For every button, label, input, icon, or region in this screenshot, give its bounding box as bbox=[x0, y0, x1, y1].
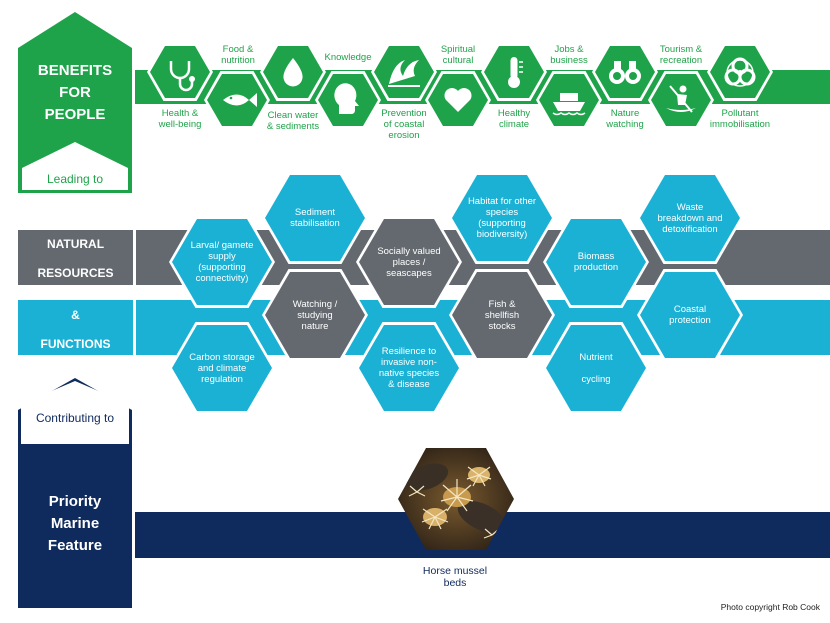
horse-mussel-label: Horse mussel beds bbox=[422, 565, 488, 589]
function-hex-label: Socially valued places / seascapes bbox=[377, 245, 441, 279]
head-icon bbox=[334, 83, 359, 115]
benefit-label-climate: Healthy climate bbox=[497, 108, 531, 130]
benefit-label-jobs: Jobs & business bbox=[550, 44, 588, 66]
resources-label: RESOURCES bbox=[37, 266, 114, 280]
function-hex-label: Watching / studying nature bbox=[292, 298, 338, 332]
function-hex-label: Nutrient cycling bbox=[579, 351, 613, 385]
photo-credit: Photo copyright Rob Cook bbox=[720, 602, 820, 612]
benefit-label-health: Health & well-being bbox=[158, 108, 202, 130]
biohazard-icon bbox=[724, 57, 756, 87]
benefit-label-food: Food & nutrition bbox=[221, 44, 255, 66]
benefit-label-tourism: Tourism & recreation bbox=[659, 44, 703, 66]
function-hex-label: Coastal protection bbox=[669, 304, 711, 326]
ampersand-label: & bbox=[71, 308, 80, 322]
benefit-label-nature-watching: Nature watching bbox=[606, 108, 644, 130]
functions-label: FUNCTIONS bbox=[40, 337, 111, 351]
fish-icon bbox=[223, 93, 257, 107]
kayak-icon bbox=[666, 85, 696, 113]
function-hex-11 bbox=[637, 269, 743, 361]
function-hex-label: Biomass production bbox=[573, 251, 619, 273]
stethoscope-icon bbox=[169, 61, 195, 92]
contributing-to-label: Contributing to bbox=[35, 411, 115, 425]
function-hex-label: Sediment stabilisation bbox=[290, 207, 340, 229]
function-hex-label: Habitat for other species (supporting bi… bbox=[467, 196, 537, 240]
benefit-label-spiritual: Spiritual cultural bbox=[440, 44, 476, 66]
benefits-title: BENEFITS FOR PEOPLE bbox=[37, 62, 113, 123]
function-hex-label: Waste breakdown and detoxification bbox=[657, 201, 723, 235]
water-drop-icon bbox=[283, 58, 303, 87]
binoculars-icon bbox=[609, 61, 641, 84]
benefit-label-pollutant: Pollutant immobilisation bbox=[709, 108, 771, 130]
leading-to-label: Leading to bbox=[46, 172, 104, 186]
function-hex-5 bbox=[637, 172, 743, 264]
function-hex-10 bbox=[543, 322, 649, 414]
benefit-label-knowledge: Knowledge bbox=[324, 52, 372, 63]
function-hex-6 bbox=[169, 322, 275, 414]
function-hex-4 bbox=[543, 216, 649, 308]
boat-icon bbox=[552, 93, 586, 116]
benefit-label-prevention: Prevention of coastal erosion bbox=[381, 108, 427, 141]
heart-icon bbox=[444, 88, 472, 112]
priority-title: Priority Marine Feature bbox=[47, 493, 103, 554]
function-hex-label: Larval/ gamete supply (supporting connec… bbox=[190, 240, 254, 284]
thermometer-icon bbox=[508, 57, 523, 88]
band-divider bbox=[133, 228, 136, 358]
wave-icon bbox=[388, 60, 420, 87]
function-hex-label: Carbon storage and climate regulation bbox=[189, 351, 255, 385]
function-hex-label: Fish & shellfish stocks bbox=[484, 298, 520, 332]
benefit-label-clean-water: Clean water & sediments bbox=[266, 110, 320, 132]
horse-mussel-photo bbox=[398, 448, 514, 550]
priority-banner bbox=[18, 378, 132, 608]
benefits-banner bbox=[18, 12, 132, 193]
function-hex-0 bbox=[169, 216, 275, 308]
natural-label: NATURAL bbox=[46, 237, 105, 251]
function-hex-label: Resilience to invasive non- native speci… bbox=[378, 346, 440, 390]
